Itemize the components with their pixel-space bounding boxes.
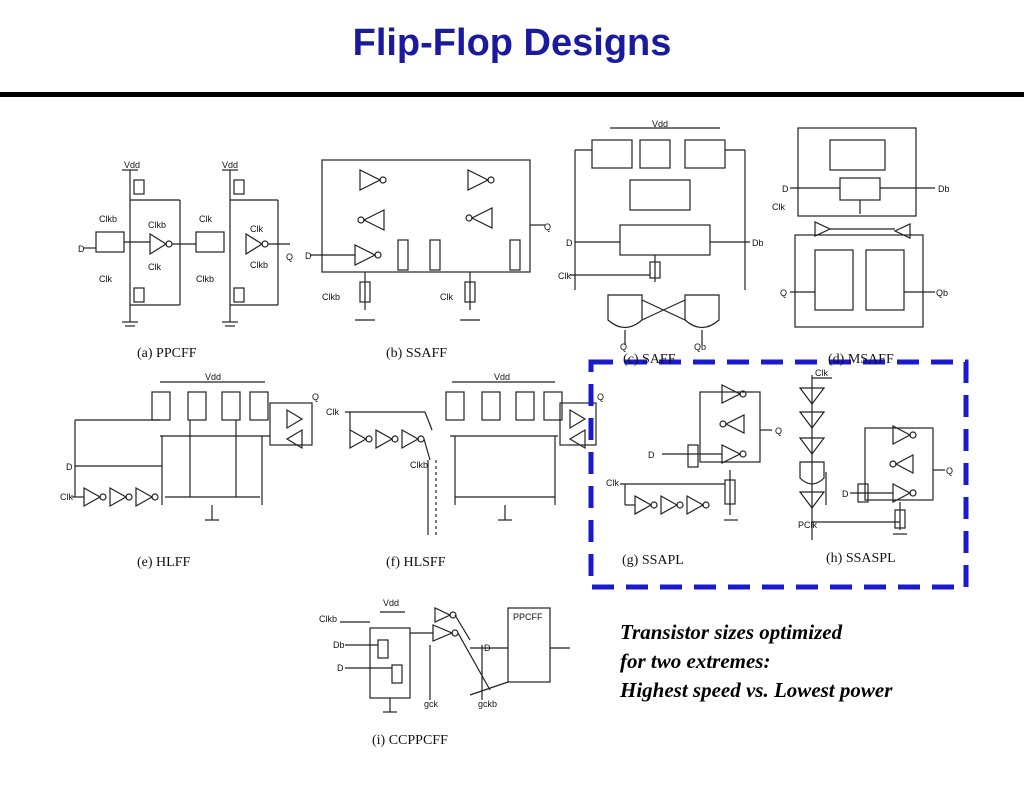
label-vdd-a1: Vdd	[124, 160, 140, 170]
label-d-c: D	[566, 238, 573, 248]
label-q-d: Q	[780, 288, 787, 298]
caption-ccppcff: (i) CCPPCFF	[372, 733, 448, 748]
label-clk-h: Clk	[815, 368, 828, 378]
label-d-d: D	[782, 184, 789, 194]
caption-ssaspl: (h) SSASPL	[826, 551, 896, 566]
label-db-i: Db	[333, 640, 345, 650]
label-d-a: D	[78, 244, 85, 254]
schematic-saff	[570, 127, 750, 345]
label-clk-d: Clk	[772, 202, 785, 212]
label-clk-f: Clk	[326, 407, 339, 417]
page-title: Flip-Flop Designs	[352, 22, 672, 64]
caption-ppcff: (a) PPCFF	[137, 346, 197, 361]
label-q-c: Q	[620, 342, 627, 352]
label-ppcff-i: PPCFF	[513, 612, 543, 622]
note-line-3: Highest speed vs. Lowest power	[620, 678, 893, 702]
label-q-g: Q	[775, 426, 782, 436]
label-d-h: D	[842, 489, 849, 499]
label-pclk-h: PClk	[798, 520, 818, 530]
schematic-msaff	[790, 127, 935, 328]
label-clkb-b: Clkb	[322, 292, 340, 302]
caption-hlsff: (f) HLSFF	[386, 555, 446, 570]
label-qb-c: Qb	[694, 342, 706, 352]
label-d-e: D	[66, 462, 73, 472]
label-clkb-a2: Clkb	[148, 220, 166, 230]
label-vdd-e: Vdd	[205, 372, 221, 382]
label-db-c: Db	[752, 238, 764, 248]
label-clk-a4: Clk	[250, 224, 263, 234]
caption-saff: (c) SAFF	[623, 352, 676, 367]
caption-ssaff: (b) SSAFF	[386, 346, 448, 361]
label-vdd-a2: Vdd	[222, 160, 238, 170]
label-clk-a3: Clk	[199, 214, 212, 224]
schematic-ccppcff	[340, 607, 570, 713]
caption-ssapl: (g) SSAPL	[622, 553, 684, 568]
label-clkb-i: Clkb	[319, 614, 337, 624]
schematic-ssaspl	[798, 375, 945, 540]
label-vdd-i: Vdd	[383, 598, 399, 608]
label-clk-e: Clk	[60, 492, 73, 502]
highlight-box	[588, 359, 969, 590]
label-d-g: D	[648, 450, 655, 460]
label-q-a: Q	[286, 252, 293, 262]
optimization-note: Transistor sizes optimized for two extre…	[620, 618, 892, 705]
schematic-hlff	[72, 381, 313, 521]
schematic-hlsff	[345, 381, 597, 535]
label-clkb-a3: Clkb	[250, 260, 268, 270]
label-d-i2: D	[484, 643, 491, 653]
label-q-b: Q	[544, 222, 551, 232]
label-d-b: D	[305, 251, 312, 261]
schematic-ssaff	[310, 159, 545, 321]
label-clk-g: Clk	[606, 478, 619, 488]
schematic-ssapl	[620, 384, 772, 521]
label-qb-d: Qb	[936, 288, 948, 298]
label-clk-a2: Clk	[99, 274, 112, 284]
note-line-1: Transistor sizes optimized	[620, 620, 843, 644]
label-db-d: Db	[938, 184, 950, 194]
label-q-f: Q	[597, 392, 604, 402]
label-d-i: D	[337, 663, 344, 673]
label-clkb-a: Clkb	[99, 214, 117, 224]
note-line-2: for two extremes:	[620, 649, 771, 673]
label-clk-b: Clk	[440, 292, 453, 302]
label-clk-a: Clk	[148, 262, 161, 272]
schematic-ppcff	[84, 169, 290, 327]
label-q-e: Q	[312, 392, 319, 402]
label-clkb-a4: Clkb	[196, 274, 214, 284]
title-divider	[0, 92, 1024, 97]
label-q-h: Q	[946, 466, 953, 476]
label-gck-i: gck	[424, 699, 439, 709]
label-clkb-f: Clkb	[410, 460, 428, 470]
label-vdd-c: Vdd	[652, 119, 668, 129]
caption-msaff: (d) MSAFF	[828, 352, 894, 367]
label-gckb-i: gckb	[478, 699, 497, 709]
label-clk-c: Clk	[558, 271, 571, 281]
caption-hlff: (e) HLFF	[137, 555, 191, 570]
label-vdd-f: Vdd	[494, 372, 510, 382]
